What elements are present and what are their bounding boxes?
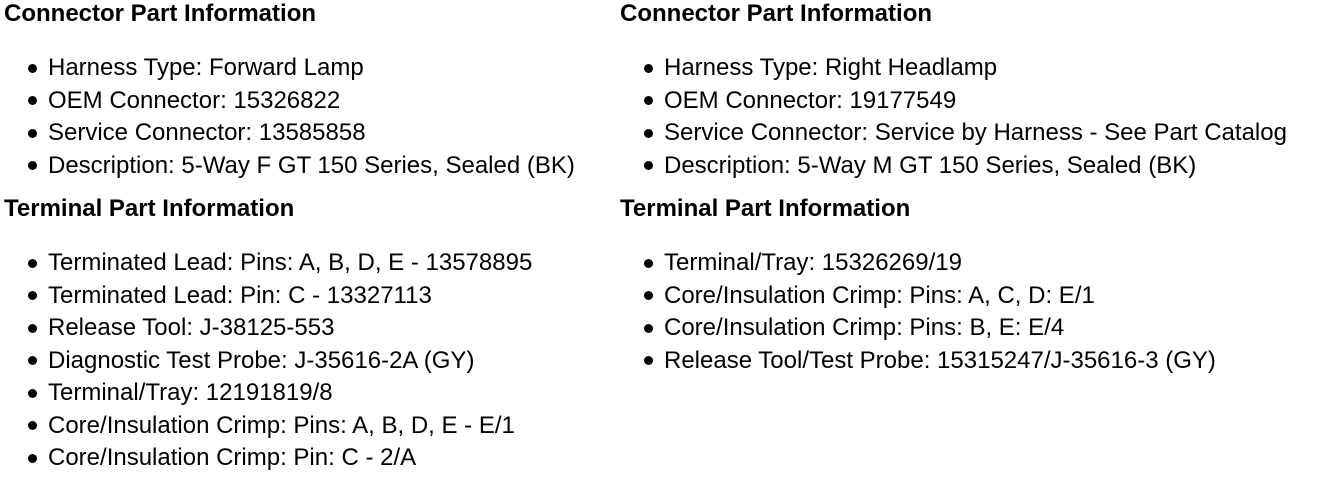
connector-part-list-left: Harness Type: Forward Lamp OEM Connector…: [4, 52, 616, 182]
list-item: Terminated Lead: Pins: A, B, D, E - 1357…: [4, 247, 616, 280]
list-item: OEM Connector: 19177549: [620, 85, 1328, 118]
list-item: Core/Insulation Crimp: Pins: B, E: E/4: [620, 312, 1328, 345]
list-item: Terminal/Tray: 12191819/8: [4, 377, 616, 410]
connector-part-info-section-right: Connector Part Information Harness Type:…: [620, 0, 1328, 182]
column-left: Connector Part Information Harness Type:…: [0, 0, 616, 475]
list-item: Core/Insulation Crimp: Pins: A, B, D, E …: [4, 410, 616, 443]
list-item: Core/Insulation Crimp: Pins: A, C, D: E/…: [620, 280, 1328, 313]
terminal-part-info-section-left: Terminal Part Information Terminated Lea…: [4, 195, 616, 475]
section-heading: Connector Part Information: [4, 0, 317, 27]
list-item: Diagnostic Test Probe: J-35616-2A (GY): [4, 345, 616, 378]
list-item: Core/Insulation Crimp: Pin: C - 2/A: [4, 442, 616, 475]
connector-part-list-right: Harness Type: Right Headlamp OEM Connect…: [620, 52, 1328, 182]
list-item: Description: 5-Way F GT 150 Series, Seal…: [4, 150, 616, 183]
list-item: Service Connector: Service by Harness - …: [620, 117, 1328, 150]
list-item: Service Connector: 13585858: [4, 117, 616, 150]
list-item: Terminal/Tray: 15326269/19: [620, 247, 1328, 280]
section-heading: Connector Part Information: [620, 0, 933, 27]
list-item: Harness Type: Forward Lamp: [4, 52, 616, 85]
connector-part-info-section-left: Connector Part Information Harness Type:…: [4, 0, 616, 182]
terminal-part-info-section-right: Terminal Part Information Terminal/Tray:…: [620, 195, 1328, 377]
section-heading: Terminal Part Information: [620, 195, 911, 222]
list-item: Description: 5-Way M GT 150 Series, Seal…: [620, 150, 1328, 183]
list-item: Terminated Lead: Pin: C - 13327113: [4, 280, 616, 313]
section-heading: Terminal Part Information: [4, 195, 295, 222]
list-item: Harness Type: Right Headlamp: [620, 52, 1328, 85]
terminal-part-list-left: Terminated Lead: Pins: A, B, D, E - 1357…: [4, 247, 616, 475]
column-right: Connector Part Information Harness Type:…: [616, 0, 1328, 475]
list-item: Release Tool/Test Probe: 15315247/J-3561…: [620, 345, 1328, 378]
list-item: Release Tool: J-38125-553: [4, 312, 616, 345]
list-item: OEM Connector: 15326822: [4, 85, 616, 118]
terminal-part-list-right: Terminal/Tray: 15326269/19 Core/Insulati…: [620, 247, 1328, 377]
